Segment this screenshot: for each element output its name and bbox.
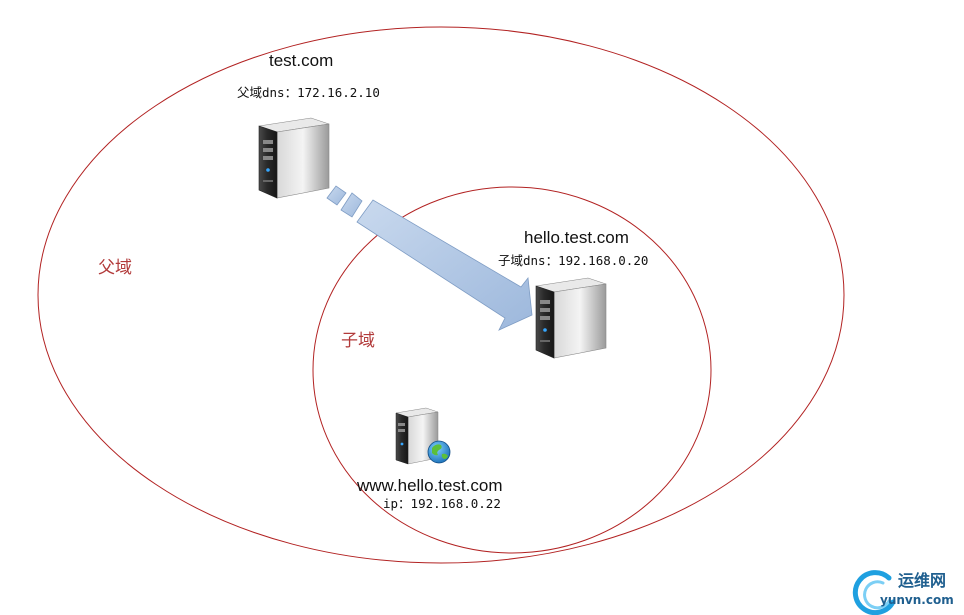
parent-dns-info: 父域dns：172.16.2.10 xyxy=(237,85,380,100)
watermark-logo-icon xyxy=(852,570,896,615)
parent-domain-ellipse xyxy=(37,26,845,564)
arrow-dash-1 xyxy=(326,185,347,206)
child-domain-ellipse xyxy=(312,186,712,554)
watermark-site-name: 运维网 xyxy=(898,571,946,590)
arrow-body xyxy=(356,199,533,331)
web-host-ip: ip：192.168.0.22 xyxy=(383,496,501,511)
transfer-arrow xyxy=(326,185,533,331)
child-domain-label: 子域 xyxy=(341,331,375,351)
web-server-icon xyxy=(395,407,451,465)
web-host-name: www.hello.test.com xyxy=(356,476,503,495)
child-dns-info: 子域dns：192.168.0.20 xyxy=(498,253,648,268)
globe-icon xyxy=(427,440,451,464)
parent-host-name: test.com xyxy=(269,51,333,70)
child-dns-server-icon xyxy=(535,277,607,359)
watermark: 运维网 yunvn.com xyxy=(852,570,954,615)
watermark-site-url: yunvn.com xyxy=(880,593,954,607)
child-host-name: hello.test.com xyxy=(524,228,629,247)
parent-domain-label: 父域 xyxy=(98,258,132,278)
parent-dns-server-icon xyxy=(258,117,330,199)
arrow-dash-2 xyxy=(340,192,363,218)
